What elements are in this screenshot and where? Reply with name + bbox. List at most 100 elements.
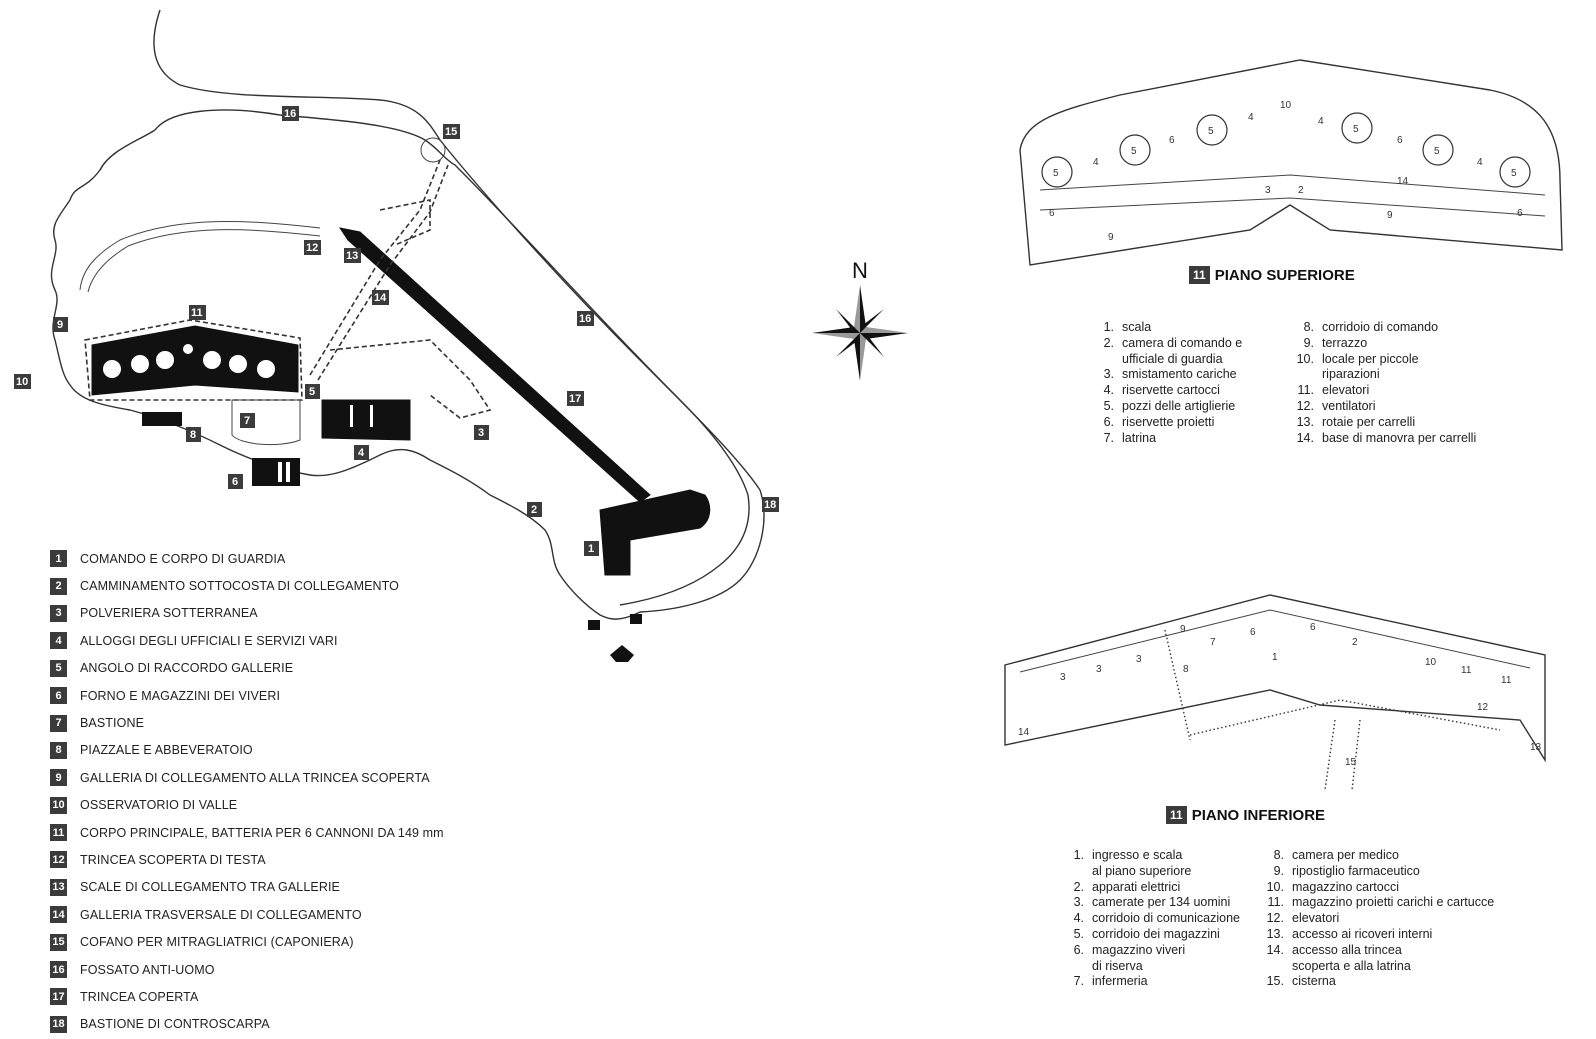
key-text: corridoio di comando [1322,320,1439,334]
key-item: 13.rotaie per carrelli [1292,415,1476,431]
svg-text:3: 3 [1136,654,1142,665]
svg-text:14: 14 [1018,727,1030,738]
key-item: 12. elevatori [1262,911,1494,927]
svg-text:3: 3 [478,427,484,439]
svg-text:4: 4 [358,447,365,459]
legend-label: FOSSATO ANTI-UOMO [80,962,215,977]
svg-text:1: 1 [1272,652,1278,663]
key-number: 13. [1266,926,1284,941]
svg-text:10: 10 [1280,100,1292,111]
key-item: 7.latrina [1092,431,1242,447]
legend-number: 13 [50,878,67,896]
key-text: terrazzo [1322,335,1368,350]
key-item: 1.scala [1092,320,1242,336]
legend-label: OSSERVATORIO DI VALLE [80,798,238,813]
open-trench-head-inner [87,229,321,293]
key-text: ingresso e scala [1092,848,1183,862]
site-markers: 16 15 12 13 14 11 9 10 16 17 5 7 8 4 6 3… [14,106,779,556]
key-number [1062,959,1084,975]
legend-label: GALLERIA TRASVERSALE DI COLLEGAMENTO [80,907,362,922]
key-item: di riserva [1062,959,1240,975]
key-item: 2.apparati elettrici [1062,880,1240,896]
svg-text:9: 9 [1387,210,1393,221]
key-text: corridoio dei magazzini [1092,926,1220,941]
svg-text:18: 18 [764,499,776,511]
key-number: 12. [1266,911,1284,926]
key-item: 15.cisterna [1262,974,1494,990]
key-text: infermeria [1092,974,1148,989]
svg-text:3: 3 [1265,185,1271,196]
svg-text:5: 5 [1131,146,1137,157]
svg-text:2: 2 [1352,637,1358,648]
key-text: cisterna [1292,974,1336,989]
legend-number: 8 [50,741,67,759]
lower-floor-title-num: 11 [1166,806,1187,824]
key-text: di riserva [1092,958,1143,973]
key-number: 1. [1103,320,1114,334]
key-text: ufficiale di guardia [1122,351,1223,366]
command-block [599,489,711,576]
key-number: 5. [1103,398,1114,413]
legend-label: CAMMINAMENTO SOTTOCOSTA DI COLLEGAMENTO [80,579,399,594]
svg-text:10: 10 [16,376,28,388]
svg-text:6: 6 [1310,622,1316,633]
legend-number: 1 [50,550,67,568]
covered-trench [338,227,651,503]
key-item: 9.terrazzo [1292,336,1476,352]
key-number [1062,864,1084,880]
svg-text:9: 9 [1108,232,1114,243]
key-number: 3. [1073,895,1084,910]
key-number: 10. [1266,879,1284,894]
key-number: 4. [1073,911,1084,926]
key-item: 1. ingresso e scala [1062,848,1240,864]
svg-text:12: 12 [306,242,318,254]
key-item: 11.magazzino proietti carichi e cartucce [1262,895,1495,911]
key-number: 2. [1103,335,1114,350]
svg-text:13: 13 [346,250,358,262]
key-number [1092,352,1114,368]
key-number: 4. [1103,383,1114,398]
key-number: 11. [1297,383,1314,398]
key-item: 9.ripostiglio farmaceutico [1262,864,1494,880]
compass-rose [812,285,908,381]
key-number: 8. [1303,320,1314,334]
legend-number: 10 [50,796,67,814]
bastion-outline [231,399,301,445]
key-text: magazzino viveri [1092,942,1186,957]
battery-outline [84,319,303,401]
key-text: base di manovra per carrelli [1322,430,1477,445]
key-item: 12.ventilatori [1292,399,1476,415]
legend-number: 17 [50,988,67,1006]
key-text: accesso alla trincea [1292,942,1402,957]
lower-floor-title: 11 PIANO INFERIORE [1166,806,1325,824]
key-number: 14. [1266,942,1284,957]
key-number: 1. [1073,848,1084,862]
svg-text:5: 5 [1511,168,1517,179]
legend-label: SCALE DI COLLEGAMENTO TRA GALLERIE [80,880,340,895]
svg-text:9: 9 [57,319,63,331]
key-text: locale per piccole [1322,351,1419,366]
key-text: corridoio di comunicazione [1092,911,1240,926]
legend-label: FORNO E MAGAZZINI DEI VIVERI [80,688,281,703]
legend-number: 14 [50,906,67,924]
key-text: al piano superiore [1092,863,1192,878]
main-battery [91,325,299,396]
key-text: elevatori [1292,911,1340,926]
tunnel-14 [309,159,441,376]
svg-text:4: 4 [1093,157,1099,168]
entrance-arrow [610,645,634,662]
key-item: 14. accesso alla trincea [1262,943,1494,959]
svg-text:15: 15 [445,126,457,138]
key-item: 3.smistamento cariche [1092,367,1242,383]
svg-text:14: 14 [1397,176,1409,187]
